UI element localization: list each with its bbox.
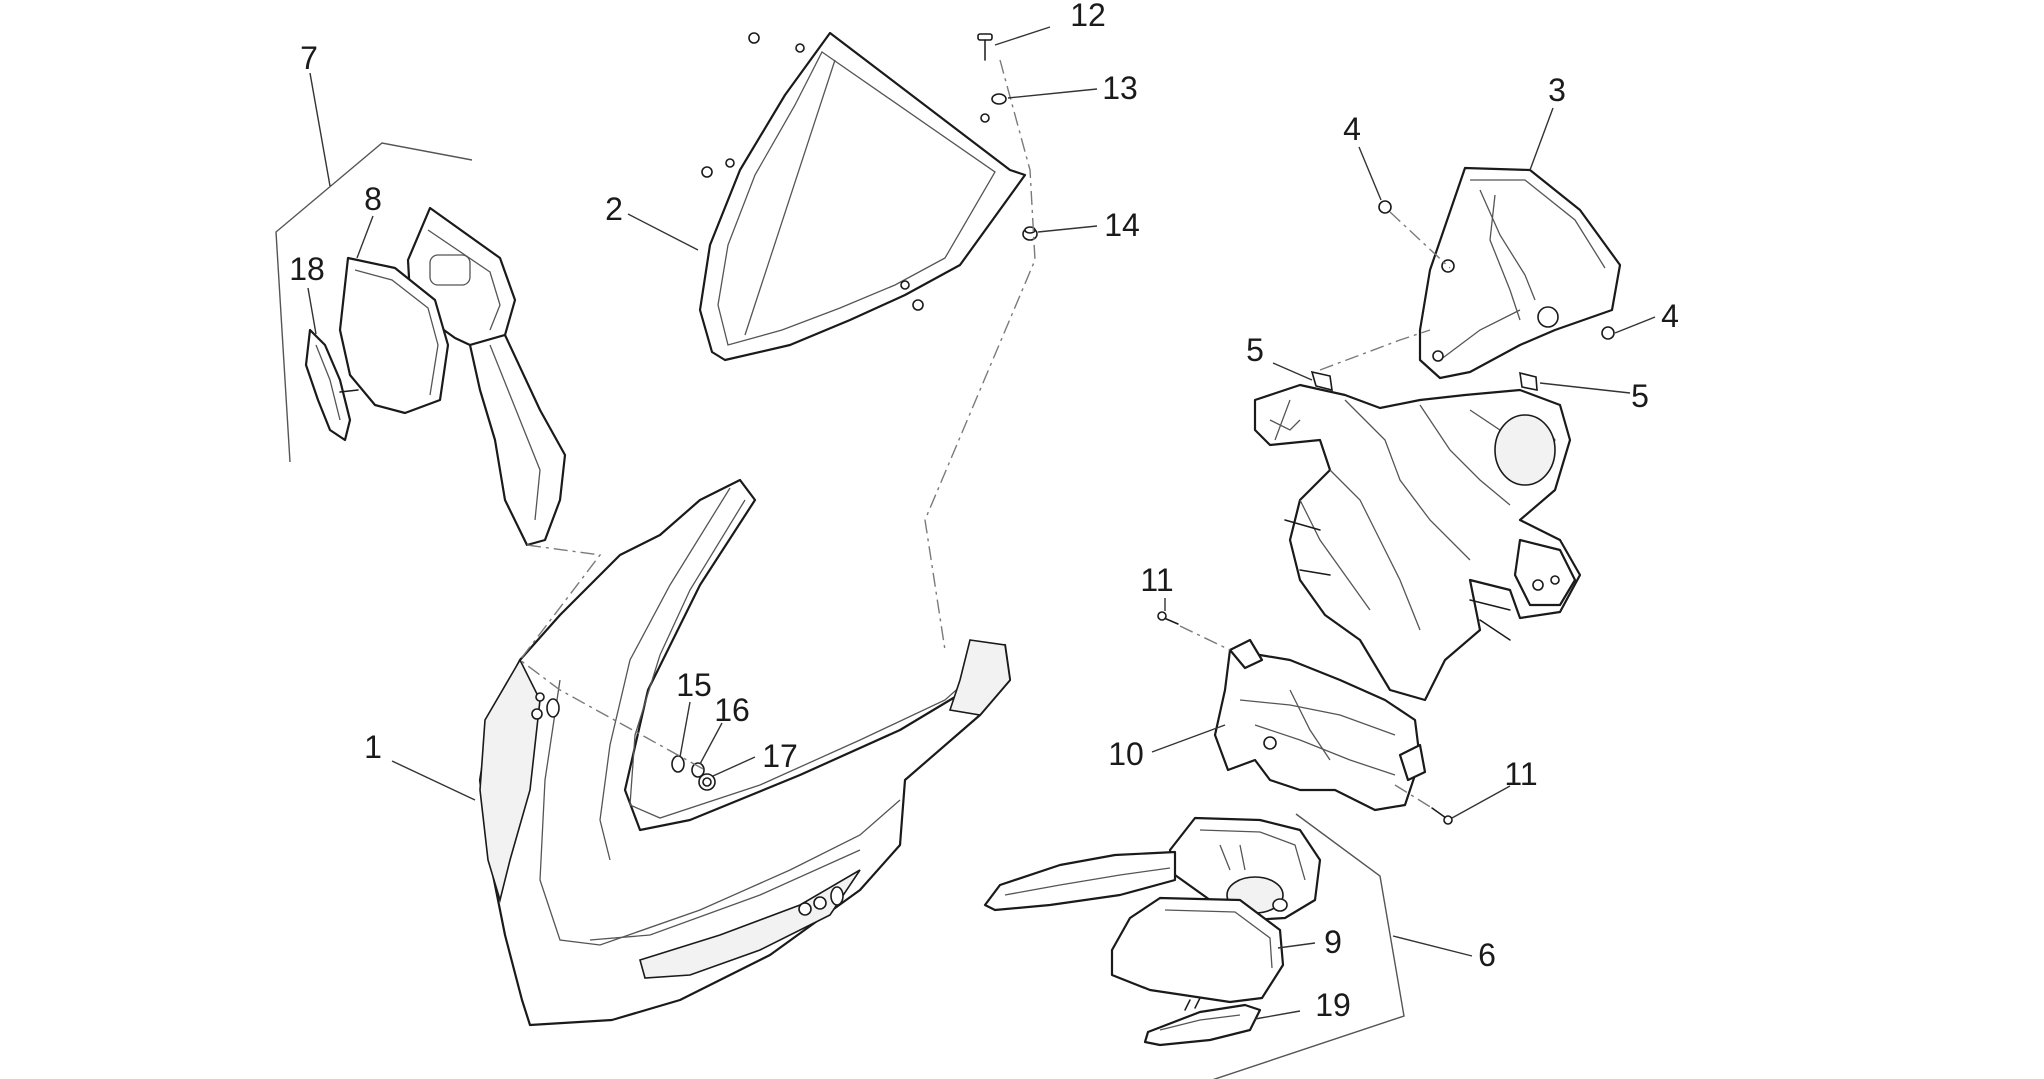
fairing-bracket-part — [1253, 383, 1582, 702]
callout-13: 13 — [1102, 70, 1138, 106]
callout-18: 18 — [289, 251, 325, 287]
callout-5-right: 5 — [1631, 378, 1649, 414]
inner-tray-part — [1213, 638, 1427, 812]
mirror-glass-8 — [338, 256, 450, 415]
callout-11-lower: 11 — [1504, 756, 1537, 792]
bracket-7 — [275, 142, 473, 463]
screw-11-lower — [1431, 807, 1453, 825]
callout-1: 1 — [364, 729, 382, 765]
washer-16 — [691, 762, 705, 778]
callout-6: 6 — [1478, 937, 1496, 973]
front-fairing-part — [478, 478, 1012, 1027]
screw-12 — [977, 33, 993, 61]
instrument-cover-part — [1418, 166, 1622, 380]
nut-17 — [698, 773, 716, 791]
callout-4-left: 4 — [1343, 111, 1361, 147]
callout-10: 10 — [1108, 736, 1144, 772]
callout-16: 16 — [714, 692, 750, 728]
callout-19: 19 — [1315, 987, 1351, 1023]
mirror-glass-9 — [1110, 896, 1285, 1004]
leader-lines — [307, 26, 1656, 1020]
clip-15 — [671, 755, 685, 773]
callout-12: 12 — [1070, 0, 1106, 33]
clip-nut-5-right — [1519, 371, 1538, 391]
callout-3: 3 — [1548, 72, 1566, 108]
right-mirror-assembly — [983, 816, 1322, 922]
callout-7: 7 — [300, 40, 318, 76]
callout-17: 17 — [762, 738, 798, 774]
callout-11-upper: 11 — [1140, 562, 1173, 598]
washer-13 — [991, 93, 1007, 105]
windscreen-part — [698, 31, 1027, 362]
callout-14: 14 — [1104, 207, 1140, 243]
callout-4-right: 4 — [1661, 298, 1679, 334]
indicator-19 — [1143, 997, 1262, 1047]
screw-11-upper — [1157, 611, 1179, 625]
nut-4-right — [1601, 326, 1615, 340]
nut-4-left — [1378, 200, 1392, 214]
callout-15: 15 — [676, 667, 712, 703]
clip-nut-5-left — [1310, 370, 1333, 392]
callout-labels: 1 2 3 4 4 5 5 6 7 8 9 10 11 11 12 13 14 … — [289, 0, 1679, 1023]
callout-9: 9 — [1324, 924, 1342, 960]
bracket-6 — [1212, 813, 1405, 1079]
grommet-14 — [1022, 226, 1038, 241]
callout-5-left: 5 — [1246, 332, 1264, 368]
callout-8: 8 — [364, 181, 382, 217]
indicator-18 — [304, 328, 359, 442]
callout-2: 2 — [605, 191, 623, 227]
